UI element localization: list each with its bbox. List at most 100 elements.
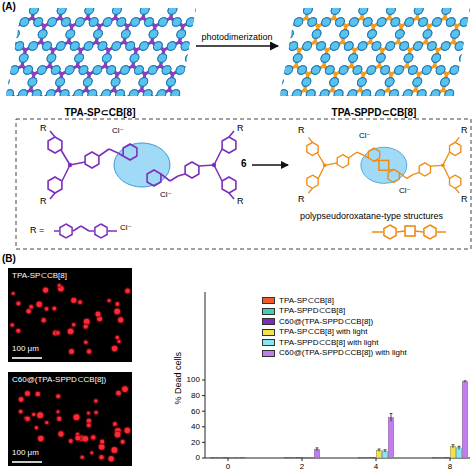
cucurbituril-bead [265,54,275,63]
cucurbituril-bead [288,42,298,51]
stained-cell [90,451,93,454]
cucurbituril-bead [193,78,203,87]
cucurbituril-bead [78,66,88,75]
counter-ion: Cl⁻ [112,126,124,135]
cucurbituril-bead [129,90,139,99]
cucurbituril-bead [459,54,469,63]
cucurbituril-bead [310,102,320,111]
cucurbituril-bead [346,126,356,135]
cucurbituril-bead [469,6,474,15]
cell-glow [34,391,41,398]
cell-glow [93,410,99,416]
cucurbituril-bead [269,66,279,75]
cucurbituril-bead [14,42,24,51]
cucurbituril-bead [37,30,47,39]
cucurbituril-bead [248,114,258,123]
cucurbituril-bead [163,0,173,2]
cucurbituril-bead [229,138,239,147]
network-linker [188,0,223,2]
cell-glow [51,305,57,311]
cucurbituril-bead [223,6,233,15]
cucurbituril-bead [40,114,50,123]
cucurbituril-bead [36,102,46,111]
cucurbituril-bead [211,126,221,135]
error-bar [453,445,454,448]
network-linker [232,90,267,122]
cucurbituril-bead [4,90,14,99]
cucurbituril-bead [66,0,76,2]
cucurbituril-bead [193,114,203,123]
cucurbituril-bead [282,138,292,147]
cucurbituril-bead [134,66,144,75]
cell-glow [15,328,22,335]
cell-glow [55,393,61,399]
cucurbituril-bead [273,114,283,123]
cucurbituril-bead [258,66,268,75]
cucurbituril-bead [454,42,464,51]
cucurbituril-bead [232,0,242,2]
counter-ion: Cl⁻ [399,186,411,195]
axis-tick [202,442,205,443]
cell-glow [42,286,50,294]
cucurbituril-bead [337,138,347,147]
cell-glow [93,398,99,404]
cucurbituril-bead [77,138,87,147]
cucurbituril-bead [311,30,321,39]
cucurbituril-bead [449,66,459,75]
cucurbituril-bead [144,18,154,27]
cucurbituril-bead [70,42,80,51]
cucurbituril-bead [326,0,336,2]
stained-cell [81,456,84,459]
bond-line [62,165,70,181]
cucurbituril-bead [24,0,34,2]
cucurbituril-bead [300,114,310,123]
cucurbituril-bead [0,114,9,123]
cucurbituril-bead [404,18,414,27]
cucurbituril-bead [376,18,386,27]
stained-cell [52,307,56,311]
cucurbituril-bead [52,0,62,2]
cucurbituril-bead [338,66,348,75]
stained-cell [87,423,91,427]
cucurbituril-bead [437,0,447,2]
counter-ion: Cl⁻ [160,190,172,199]
cucurbituril-bead [463,66,473,75]
cucurbituril-bead [376,54,386,63]
error-bar [379,449,380,451]
bond-line [118,153,123,156]
cucurbituril-bead [212,90,222,99]
cucurbituril-bead [51,66,61,75]
cucurbituril-bead [231,114,241,123]
cucurbituril-bead [434,138,444,147]
cell-glow [86,410,91,415]
cucurbituril-bead [42,42,52,51]
cucurbituril-bead [91,138,101,147]
counter-ion: Cl⁻ [359,131,371,140]
cucurbituril-bead [195,6,205,15]
cucurbituril-bead [153,42,163,51]
cucurbituril-bead [268,138,278,147]
cell-glow [114,301,120,307]
bond-line [443,165,450,178]
cucurbituril-bead [9,66,19,75]
cucurbituril-bead [321,18,331,27]
cucurbituril-bead [432,18,442,27]
cell-glow [72,413,80,421]
cucurbituril-bead [100,126,110,135]
dashed-frame [16,119,471,249]
cucurbituril-bead [149,0,159,2]
cucurbituril-bead [431,54,441,63]
stained-cell [100,440,104,444]
network-linker [176,90,211,122]
aromatic-ring [95,224,107,238]
cucurbituril-bead [347,90,357,99]
data-bar [432,457,438,458]
cucurbituril-bead [298,0,308,2]
cucurbituril-bead [283,66,293,75]
cucurbituril-bead [314,114,324,123]
cucurbituril-bead [243,138,253,147]
cucurbituril-bead [263,126,273,135]
image-label: C60@(TPA-SPPD⊂CB[8]) [12,375,106,384]
cucurbituril-bead [260,0,270,2]
cucurbituril-bead [167,6,177,15]
